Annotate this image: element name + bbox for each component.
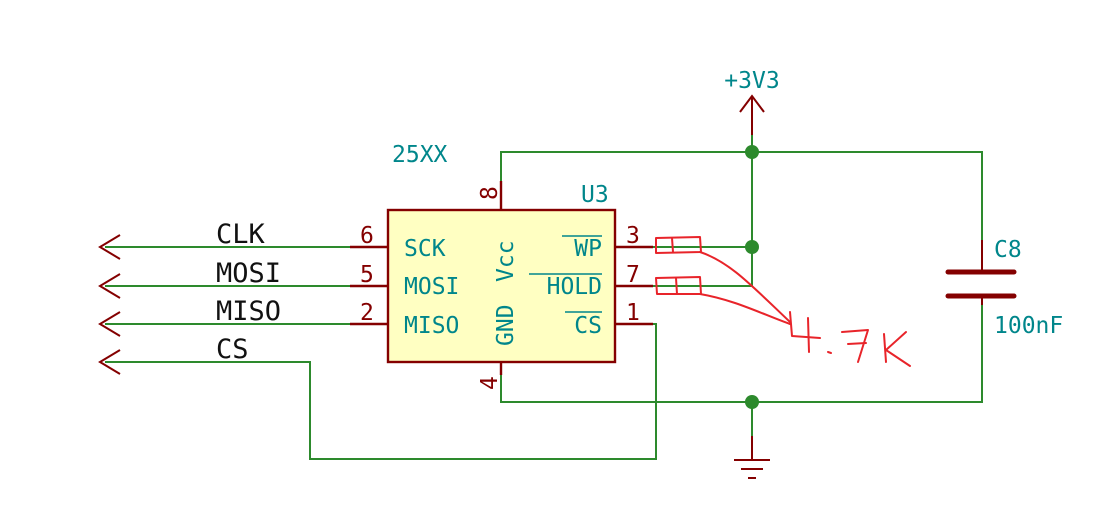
ic-value: 25XX	[392, 142, 448, 168]
junctions	[745, 145, 759, 409]
pin-name-wp: WP	[574, 236, 602, 262]
pin-number-wp: 3	[626, 223, 640, 249]
pin-number-sck: 6	[360, 223, 374, 249]
pin-name-sck: SCK	[404, 236, 446, 262]
power-label: +3V3	[724, 68, 779, 94]
ic-reference: U3	[581, 182, 609, 208]
power-symbol-3v3: +3V3	[724, 68, 780, 135]
capacitor-reference: C8	[994, 237, 1022, 263]
ic-u3: 25XX U3 6 5 2 3 7 1 8 4 SCK MOSI MISO WP…	[350, 142, 653, 390]
ground-symbol-icon	[734, 436, 770, 479]
net-label-mosi: MOSI	[216, 258, 281, 289]
net-label-cs: CS	[216, 334, 249, 365]
junction-dot	[745, 395, 759, 409]
power-arrow-icon	[739, 94, 765, 113]
net-label-miso: MISO	[216, 296, 281, 327]
vcc-rail-wire	[500, 151, 983, 240]
miso-label-arrow-icon	[98, 311, 121, 337]
pin-number-cs: 1	[626, 300, 640, 326]
pin-name-mosi: MOSI	[404, 274, 459, 300]
pin-number-vcc: 8	[477, 186, 503, 200]
wires	[105, 135, 983, 460]
net-label-arrows	[98, 234, 121, 375]
capacitor-c8: C8 100nF	[945, 237, 1063, 339]
pin-number-gnd: 4	[477, 376, 503, 390]
capacitor-value: 100nF	[994, 313, 1063, 339]
clk-label-arrow-icon	[98, 234, 121, 260]
pin-name-hold: HOLD	[547, 274, 602, 300]
gnd-rail-wire	[500, 305, 983, 403]
pin-name-gnd: GND	[493, 304, 519, 346]
net-label-clk: CLK	[216, 219, 266, 250]
pin-name-cs: CS	[574, 313, 602, 339]
junction-dot	[745, 145, 759, 159]
mosi-label-arrow-icon	[98, 273, 121, 299]
cs-return-wire	[105, 323, 657, 460]
pin-number-mosi: 5	[360, 262, 374, 288]
pin-number-miso: 2	[360, 300, 374, 326]
handwritten-resistor-sketch-icon	[655, 236, 911, 367]
junction-dot	[745, 240, 759, 254]
pin-name-vcc: Vcc	[493, 240, 519, 282]
cs-label-arrow-icon	[98, 349, 121, 375]
pin-name-miso: MISO	[404, 313, 459, 339]
pin-number-hold: 7	[626, 262, 640, 288]
